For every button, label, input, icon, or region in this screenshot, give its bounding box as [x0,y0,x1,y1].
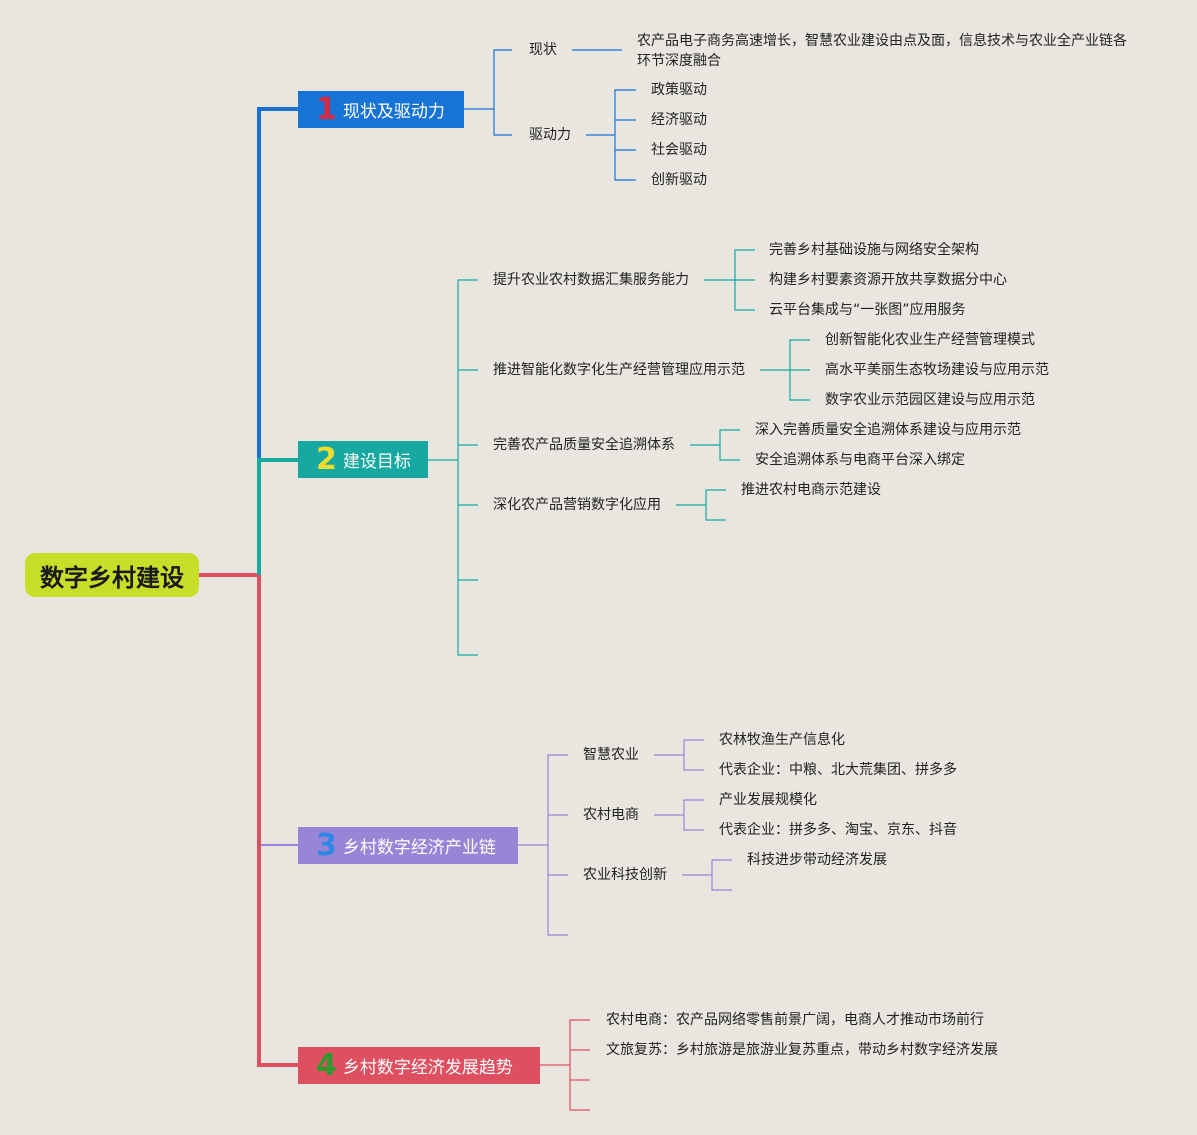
node-trend: 文旅复苏：乡村旅游是旅游业复苏重点，带动乡村数字经济发展 [606,1042,998,1058]
node-goal: 深化农产品营销数字化应用 [493,497,661,513]
branch-industry-chain: 3 乡村数字经济产业链 [298,827,518,864]
node-driver-item: 经济驱动 [651,112,707,128]
node-drivers: 驱动力 [529,127,571,143]
node-goal: 完善农产品质量安全追溯体系 [493,437,675,453]
branch-label: 现状及驱动力 [342,102,445,122]
node-goal-item: 云平台集成与“一张图”应用服务 [769,302,966,318]
branch-label: 乡村数字经济产业链 [342,838,496,858]
node-chain: 农业科技创新 [583,867,667,883]
node-goal: 推进智能化数字化生产经营管理应用示范 [493,362,745,378]
branch-trends: 4 乡村数字经济发展趋势 [298,1047,540,1084]
node-goal-item: 深入完善质量安全追溯体系建设与应用示范 [755,422,1021,438]
branch-number: 1 [316,91,337,127]
node-chain-item: 代表企业：拼多多、淘宝、京东、抖音 [719,822,957,838]
node-goal-item: 完善乡村基础设施与网络安全架构 [769,242,979,258]
node-chain-item: 产业发展规模化 [719,792,817,808]
branch-label: 建设目标 [342,452,411,472]
node-goal-item: 安全追溯体系与电商平台深入绑定 [755,452,965,468]
branch-status-drivers: 1 现状及驱动力 [298,91,464,128]
node-status-detail: 农产品电子商务高速增长，智慧农业建设由点及面，信息技术与农业全产业链各环节深度融… [637,33,1127,69]
node-chain-item: 农林牧渔生产信息化 [719,732,845,748]
branch-number: 4 [316,1047,337,1083]
branch-label: 乡村数字经济发展趋势 [342,1058,513,1078]
node-goal-item: 构建乡村要素资源开放共享数据分中心 [769,272,1007,288]
root-node: 数字乡村建设 [25,553,199,597]
node-goal-item: 高水平美丽生态牧场建设与应用示范 [825,362,1049,378]
node-goal-item: 推进农村电商示范建设 [741,482,881,498]
node-chain: 农村电商 [583,807,639,823]
branch-number: 2 [316,441,337,477]
node-goal-item: 创新智能化农业生产经营管理模式 [825,332,1035,348]
node-chain-item: 代表企业：中粮、北大荒集团、拼多多 [719,762,957,778]
node-goal-item: 数字农业示范园区建设与应用示范 [825,392,1035,408]
node-chain-item: 科技进步带动经济发展 [747,852,887,868]
node-trend: 农村电商：农产品网络零售前景广阔，电商人才推动市场前行 [606,1012,984,1028]
node-driver-item: 社会驱动 [651,142,707,158]
node-goal: 提升农业农村数据汇集服务能力 [493,272,689,288]
branch-number: 3 [316,827,337,863]
branch-goals: 2 建设目标 [298,441,428,478]
node-chain: 智慧农业 [583,747,639,763]
node-driver-item: 政策驱动 [651,82,707,98]
node-driver-item: 创新驱动 [651,172,707,188]
node-status: 现状 [529,42,557,58]
